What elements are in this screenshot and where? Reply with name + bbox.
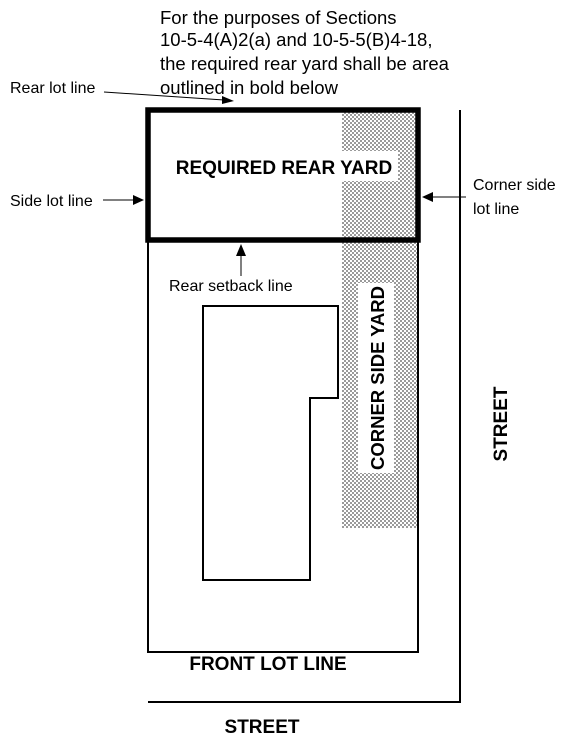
corner-side-lot-line-label-2: lot line bbox=[473, 201, 519, 218]
rear-lot-line-arrowhead bbox=[222, 96, 234, 104]
title-line-2: 10-5-4(A)2(a) and 10-5-5(B)4-18, bbox=[160, 29, 433, 50]
street-right-label: STREET bbox=[491, 386, 512, 461]
corner-side-lot-line-arrowhead bbox=[422, 192, 433, 202]
front-lot-line-label: FRONT LOT LINE bbox=[189, 654, 346, 675]
building-footprint bbox=[202, 305, 339, 581]
corner-side-lot-line-label-1: Corner side bbox=[473, 177, 556, 194]
title-line-1: For the purposes of Sections bbox=[160, 7, 397, 28]
side-lot-line-label: Side lot line bbox=[10, 193, 93, 210]
corner-side-yard-label-bg bbox=[358, 283, 394, 473]
street-bottom-label: STREET bbox=[225, 717, 300, 738]
rear-lot-line-label: Rear lot line bbox=[10, 80, 95, 97]
title-line-4: outlined in bold below bbox=[160, 77, 339, 98]
rear-setback-line-arrowhead bbox=[236, 244, 246, 256]
required-rear-yard-label-bg bbox=[170, 151, 398, 181]
side-lot-line-arrowhead bbox=[133, 195, 144, 205]
rear-lot-line-arrow bbox=[103, 91, 225, 101]
required-rear-yard-label: REQUIRED REAR YARD bbox=[176, 158, 392, 179]
rear-setback-line-label: Rear setback line bbox=[169, 278, 293, 295]
corner-side-yard-label: CORNER SIDE YARD bbox=[367, 286, 388, 470]
title-line-3: the required rear yard shall be area bbox=[160, 53, 450, 74]
required-rear-yard-outline bbox=[145, 107, 421, 243]
